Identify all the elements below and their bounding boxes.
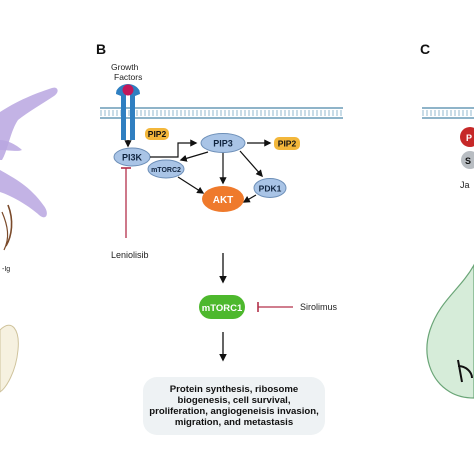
- left-brown-strand: [5, 204, 13, 247]
- outcome-line-2: biogenesis, cell survival,: [177, 395, 291, 406]
- arrow-pdk1-to-akt: [242, 194, 257, 203]
- growth-factor-ligand: [122, 84, 134, 96]
- pi3k-label: PI3K: [122, 153, 143, 163]
- arrow-pip3-to-mtorc2: [179, 151, 209, 162]
- left-fragment-label: -Ig: [2, 266, 10, 273]
- panel-c-red-circle-label: P: [466, 133, 472, 143]
- left-purple-shape: [0, 87, 58, 160]
- panel-c-fragment-text: Ja: [460, 180, 470, 190]
- pip2-input-label: PIP2: [148, 129, 167, 139]
- pip2-input-node: [145, 128, 169, 140]
- arrow-mtorc2-to-akt: [177, 176, 205, 194]
- mtorc1-node: [199, 295, 245, 319]
- cellular-outcome-box: Protein synthesis, ribosome biogenesis, …: [143, 377, 325, 435]
- panel-c-grey-circle-label: S: [465, 156, 471, 166]
- panel-c-dark-glyph: [457, 359, 473, 383]
- panel-letter-b: B: [96, 41, 106, 57]
- growth-factors-label-line2: Factors: [114, 72, 142, 82]
- arrow-pi3k-to-pip3: [150, 139, 198, 158]
- pdk1-node: [253, 178, 287, 198]
- cell-membrane: [100, 107, 343, 119]
- right-panel-fragment: P S Ja: [426, 127, 474, 399]
- panel-c-grey-circle: [461, 151, 474, 169]
- pip2-output-node: [274, 137, 300, 150]
- mtorc1-label: mTORC1: [202, 303, 243, 314]
- left-purple-shape-3: [0, 140, 22, 151]
- left-brown-strand-2: [1, 211, 9, 251]
- growth-factors-label-line1: Growth: [111, 62, 139, 72]
- akt-label: AKT: [213, 195, 234, 206]
- mtorc2-node: [147, 159, 185, 179]
- left-purple-shape-2: [0, 170, 47, 218]
- cell-membrane-panel-c: [422, 107, 474, 119]
- outcome-line-4: migration, and metastasis: [174, 417, 294, 428]
- left-beige-shape: [0, 324, 19, 393]
- akt-node: [202, 186, 244, 212]
- sirolimus-label: Sirolimus: [300, 302, 338, 312]
- pip2-output-label: PIP2: [278, 139, 297, 149]
- panel-letter-c: C: [420, 41, 430, 57]
- mtorc2-label: mTORC2: [151, 167, 181, 174]
- pip3-node: [200, 133, 246, 153]
- outcome-line-1: Protein synthesis, ribosome: [169, 384, 299, 395]
- outcome-line-3: proliferation, angiogeneisis invasion,: [149, 406, 319, 417]
- panel-c-green-shape: [426, 263, 474, 399]
- leniolisib-label: Leniolisib: [111, 250, 149, 260]
- arrow-pip3-to-pdk1: [239, 150, 263, 178]
- panel-c-red-circle: [460, 127, 474, 147]
- left-panel-fragment: -Ig: [0, 87, 58, 393]
- pip3-label: PIP3: [213, 139, 233, 149]
- pdk1-label: PDK1: [259, 184, 282, 194]
